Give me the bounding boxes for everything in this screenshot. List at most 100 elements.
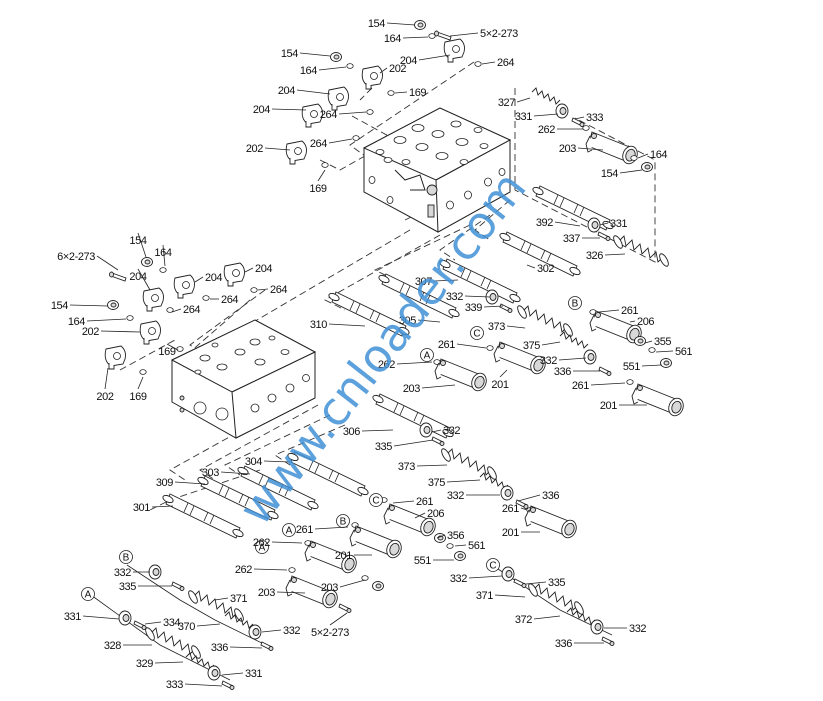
part-label-337: 337: [563, 233, 580, 245]
part-label-302: 302: [537, 263, 554, 275]
part-label-169: 169: [158, 346, 175, 358]
leader-line: [338, 111, 367, 115]
washer-part: [419, 422, 433, 438]
leader-line: [454, 544, 467, 547]
washer-part: [248, 624, 262, 640]
washer-part: [587, 217, 601, 233]
pin-part: [598, 366, 612, 376]
leader-line: [494, 594, 526, 598]
part-label-306: 306: [343, 426, 360, 438]
leader-line: [296, 89, 331, 95]
part-label-261: 261: [572, 380, 589, 392]
spring-part: [439, 446, 499, 482]
part-label-332: 332: [447, 490, 464, 502]
leader-line: [137, 232, 147, 258]
leader-line: [449, 32, 479, 37]
o-ring-part: [486, 345, 494, 351]
solenoid-part: [524, 505, 580, 541]
leader-line: [604, 253, 626, 256]
part-label-339: 339: [465, 302, 482, 314]
bottom-spring-parts: [90, 564, 615, 690]
leader-line: [393, 439, 434, 447]
part-label-264: 264: [320, 109, 337, 121]
leader-line: [194, 276, 204, 283]
o-ring-part: [630, 155, 638, 161]
cover-cap-part: [142, 287, 164, 312]
leader-line: [244, 267, 254, 273]
o-ring-part: [346, 63, 354, 69]
leader-line: [328, 138, 353, 144]
main-valve-block-upper: [362, 107, 512, 233]
washer-part: [501, 566, 515, 582]
cover-cap-part: [443, 38, 465, 63]
callout-a: A: [81, 587, 95, 601]
o-ring-part: [288, 567, 296, 573]
cover-cap-part: [285, 140, 307, 165]
leader-line: [464, 295, 491, 298]
o-ring-part: [446, 543, 454, 549]
cover-cap-part: [173, 274, 195, 299]
part-label-332: 332: [443, 425, 460, 437]
leader-line: [481, 61, 496, 65]
leader-line: [433, 279, 459, 282]
cover-cap-part: [104, 345, 126, 370]
part-label-332: 332: [540, 355, 557, 367]
part-label-561: 561: [468, 540, 485, 552]
leader-line: [520, 507, 528, 511]
part-label-262: 262: [538, 124, 555, 136]
plug-part: [641, 162, 653, 172]
leader-line: [644, 340, 653, 344]
leader-line: [417, 319, 441, 323]
washer-part: [590, 619, 604, 635]
callout-letter: A: [259, 543, 266, 554]
part-label-202: 202: [96, 391, 113, 403]
part-label-334: 334: [163, 617, 180, 629]
leader-line: [418, 54, 451, 61]
part-label-204: 204: [255, 263, 272, 275]
plug-part: [454, 551, 466, 561]
leader-line: [436, 534, 446, 539]
part-label-561: 561: [675, 346, 692, 358]
part-label-262: 262: [378, 359, 395, 371]
part-label-356: 356: [447, 530, 464, 542]
pin-part: [171, 581, 185, 591]
part-label-154: 154: [368, 18, 385, 30]
pin-part: [221, 680, 235, 690]
part-label-332: 332: [283, 625, 300, 637]
callout-letter: A: [85, 590, 92, 601]
part-label-204: 204: [205, 272, 222, 284]
pin-part: [513, 578, 527, 588]
washer-part: [500, 485, 514, 501]
leader-line: [483, 305, 504, 308]
part-label-331: 331: [515, 111, 532, 123]
leader-line: [598, 309, 620, 313]
o-ring-part: [139, 369, 147, 375]
plug-part: [372, 581, 384, 591]
leader-line: [257, 288, 269, 291]
spring-part: [515, 303, 575, 339]
leader-line: [96, 255, 119, 271]
leader-line: [166, 343, 179, 351]
part-label-203: 203: [258, 587, 275, 599]
pin-part: [571, 117, 585, 127]
leader-line: [590, 382, 626, 386]
part-label-332: 332: [629, 623, 646, 635]
leader-line: [271, 108, 307, 111]
spring-part: [559, 331, 589, 349]
leader-line: [261, 629, 282, 633]
part-label-301: 301: [133, 502, 150, 514]
leader-line: [253, 568, 288, 571]
part-label-335: 335: [119, 581, 136, 593]
part-label-204: 204: [278, 85, 295, 97]
leader-line: [421, 384, 456, 389]
pin-part: [133, 620, 147, 630]
part-label-332: 332: [446, 291, 463, 303]
leader-line: [396, 361, 433, 365]
part-label-154: 154: [601, 168, 618, 180]
o-ring-part: [366, 109, 374, 115]
plug-part: [434, 533, 446, 543]
part-label-202: 202: [389, 63, 406, 75]
part-label-261: 261: [502, 503, 519, 515]
part-label-62273: 6×2-273: [57, 251, 95, 263]
part-label-261: 261: [621, 305, 638, 317]
